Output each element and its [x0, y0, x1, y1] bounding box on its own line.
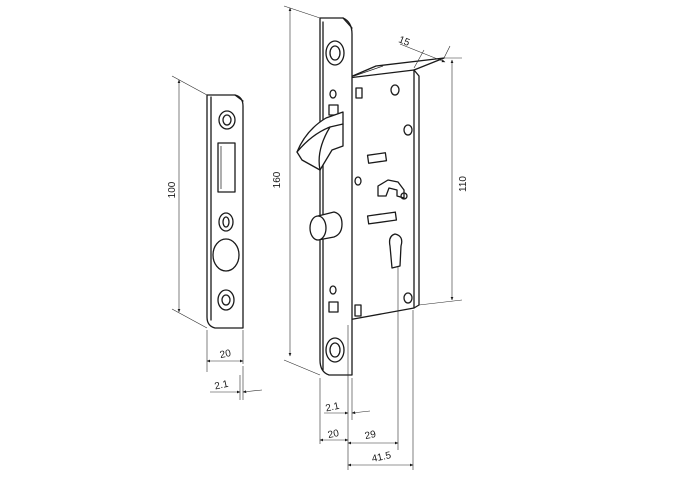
strike-width-label: 20: [219, 348, 233, 361]
bottom-dimensions: [319, 266, 414, 470]
lock-faceplate: [319, 17, 362, 376]
faceplate-width-dimension: 20: [319, 428, 349, 442]
strike-plate-screw-hole-top: [218, 110, 236, 130]
faceplate-hole: [329, 89, 337, 99]
case-rivet-top: [390, 84, 400, 96]
keyhole: [388, 233, 403, 269]
case-depth-top-label: 15: [397, 34, 412, 49]
faceplate-thickness-dimension: 2.1: [324, 401, 371, 415]
case-rivet-bottom: [403, 292, 413, 304]
backset-dimension: 29: [347, 429, 399, 445]
faceplate-length-dimension: 160: [272, 5, 321, 376]
strike-plate-screw-hole-bottom: [217, 289, 235, 311]
strike-thickness-dimension: 2.1: [210, 366, 263, 400]
case-tab-bottom: [354, 304, 362, 317]
faceplate-screw-hole-bottom: [325, 337, 345, 363]
total-depth-label: 41.5: [371, 450, 393, 465]
case-tab-top: [355, 87, 363, 99]
faceplate-width-label: 20: [327, 428, 341, 441]
total-depth-dimension: 41.5: [347, 450, 414, 467]
strike-plate: [206, 94, 244, 329]
case-slot-upper: [366, 152, 388, 164]
case-rivet-right: [403, 124, 413, 136]
strike-thickness-label: 2.1: [214, 379, 230, 393]
strike-height-dimension: 100: [167, 75, 208, 329]
faceplate-length-label: 160: [272, 171, 283, 188]
case-follower-opening: [377, 179, 405, 199]
case-height-label: 110: [458, 176, 469, 192]
faceplate-screw-hole-top: [325, 40, 345, 66]
deadbolt-cylinder: [309, 211, 343, 241]
strike-plate-bolt-hole: [212, 238, 240, 272]
strike-height-label: 100: [167, 181, 178, 198]
case-depth-top-dimension: 15: [397, 34, 451, 69]
strike-plate-latch-opening: [217, 142, 236, 193]
backset-label: 29: [364, 429, 378, 442]
lock-case: [347, 57, 445, 321]
strike-width-dimension: 20: [206, 330, 244, 372]
case-height-dimension: 110: [418, 57, 469, 306]
latch-bolt: [296, 111, 344, 171]
strike-plate-screw-hole-middle: [218, 212, 234, 232]
case-slot-lower: [366, 211, 398, 225]
faceplate-thickness-label: 2.1: [325, 401, 341, 415]
